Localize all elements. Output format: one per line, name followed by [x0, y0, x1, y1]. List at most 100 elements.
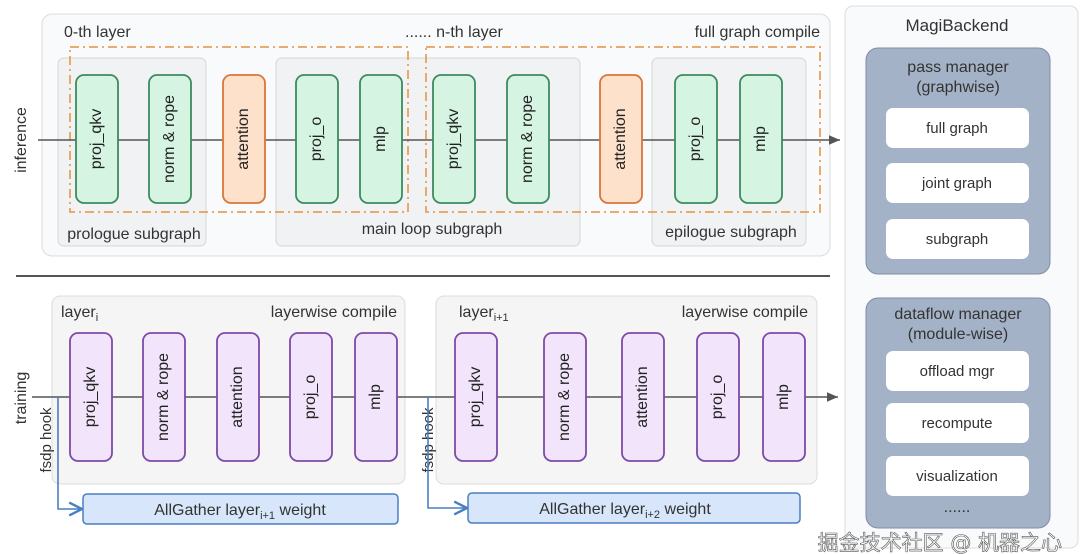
dataflow-more: ...... [944, 499, 971, 516]
inference-node-0-label: proj_qkv [88, 109, 105, 169]
pass-manager-group [865, 47, 1051, 275]
backend-item-dataflow-manager-0: offload mgr [886, 351, 1029, 391]
layerwise-compile-label-1: layerwise compile [271, 304, 397, 321]
training-node-0: proj_qkv [69, 332, 113, 462]
training-node-7: attention [621, 332, 665, 462]
inference-node-6-box [506, 74, 550, 204]
training-node-4-label: mlp [367, 384, 384, 410]
backend-item-box [886, 456, 1029, 496]
backend-item-box [886, 108, 1029, 148]
inference-node-7-label: attention [612, 108, 629, 169]
inference-node-3-box [295, 74, 339, 204]
training-node-3-box [289, 332, 333, 462]
allgather-box-1 [82, 493, 399, 525]
backend-item-label: visualization [916, 468, 998, 485]
prologue-subgraph-label: prologue subgraph [67, 226, 200, 243]
training-node-4-box [354, 332, 398, 462]
training-node-0-box [69, 332, 113, 462]
inference-row-label: inference [13, 107, 30, 173]
backend-item-pass-manager-1: joint graph [886, 163, 1029, 203]
inference-node-6-label: norm & rope [519, 95, 536, 183]
fsdp-hook-label-1: fsdp hook [38, 407, 55, 473]
backend-item-label: subgraph [926, 231, 989, 248]
inference-node-1-box [148, 74, 192, 204]
inference-node-2-label: attention [235, 108, 252, 169]
inference-node-4-label: mlp [372, 126, 389, 152]
training-node-5-box [454, 332, 498, 462]
watermark: 掘金技术社区 @ 机器之心 [818, 531, 1062, 554]
inference-node-7: attention [599, 74, 643, 204]
inference-node-8-label: proj_o [687, 117, 704, 162]
full-graph-compile-label: full graph compile [695, 24, 821, 41]
inference-node-2-box [222, 74, 266, 204]
layer0-compile-region [69, 46, 409, 213]
layerwise-compile-label-2: layerwise compile [682, 304, 808, 321]
backend-item-label: joint graph [921, 175, 992, 192]
training-node-8: proj_o [696, 332, 740, 462]
inference-node-5-box [432, 74, 476, 204]
allgather-label-1: AllGather layeri+1 weight [154, 502, 326, 522]
inference-node-9: mlp [739, 74, 783, 204]
fsdp-hook-connector-1 [57, 397, 82, 509]
inference-node-4: mlp [359, 74, 403, 204]
dataflow-manager-subtitle: (module-wise) [908, 326, 1008, 343]
training-node-8-label: proj_o [709, 375, 726, 420]
training-node-3: proj_o [289, 332, 333, 462]
inference-node-9-label: mlp [752, 126, 769, 152]
training-node-1-label: norm & rope [155, 353, 172, 441]
layern-label: ...... n-th layer [405, 24, 503, 41]
inference-node-5-label: proj_qkv [445, 109, 462, 169]
training-node-7-label: attention [634, 366, 651, 427]
inference-node-7-box [599, 74, 643, 204]
inference-node-2: attention [222, 74, 266, 204]
main-loop-subgraph-label: main loop subgraph [362, 221, 503, 238]
training-node-2: attention [216, 332, 260, 462]
training-node-9: mlp [762, 332, 806, 462]
training-node-1-box [142, 332, 186, 462]
training-node-0-label: proj_qkv [82, 367, 99, 427]
inference-node-0-box [75, 74, 119, 204]
layern-compile-region [425, 46, 821, 213]
training-node-4: mlp [354, 332, 398, 462]
inference-node-5: proj_qkv [432, 74, 476, 204]
training-node-9-box [762, 332, 806, 462]
main-loop-subgraph [275, 57, 581, 247]
fsdp-hook-connector-2 [427, 397, 467, 508]
inference-node-3-label: proj_o [308, 117, 325, 162]
backend-item-label: full graph [926, 120, 988, 137]
inference-node-1: norm & rope [148, 74, 192, 204]
training-node-6: norm & rope [543, 332, 587, 462]
layer-i-label: layeri [61, 304, 98, 324]
epilogue-subgraph-label: epilogue subgraph [665, 224, 797, 241]
backend-item-box [886, 403, 1029, 443]
training-node-2-box [216, 332, 260, 462]
layer-i1-label: layeri+1 [459, 304, 509, 324]
training-node-6-label: norm & rope [556, 353, 573, 441]
backend-item-dataflow-manager-1: recompute [886, 403, 1029, 443]
pass-manager-subtitle: (graphwise) [916, 79, 1000, 96]
layer0-label: 0-th layer [64, 24, 131, 41]
training-node-8-box [696, 332, 740, 462]
backend-item-pass-manager-0: full graph [886, 108, 1029, 148]
training-node-5: proj_qkv [454, 332, 498, 462]
inference-node-4-box [359, 74, 403, 204]
inference-node-8-box [674, 74, 718, 204]
training-node-3-label: proj_o [302, 375, 319, 420]
allgather-label-2: AllGather layeri+2 weight [539, 501, 711, 521]
backend-item-box [886, 163, 1029, 203]
inference-node-1-label: norm & rope [161, 95, 178, 183]
inference-node-6: norm & rope [506, 74, 550, 204]
training-node-5-label: proj_qkv [467, 367, 484, 427]
training-node-7-box [621, 332, 665, 462]
backend-item-dataflow-manager-2: visualization [886, 456, 1029, 496]
dataflow-manager-title: dataflow manager [894, 306, 1022, 323]
backend-item-box [886, 351, 1029, 391]
inference-node-0: proj_qkv [75, 74, 119, 204]
inference-node-9-box [739, 74, 783, 204]
magi-backend-title: MagiBackend [905, 16, 1008, 35]
backend-item-label: recompute [922, 415, 993, 432]
training-row-label: training [13, 372, 30, 424]
pass-manager-title: pass manager [907, 59, 1009, 76]
allgather-box-2 [467, 492, 801, 524]
